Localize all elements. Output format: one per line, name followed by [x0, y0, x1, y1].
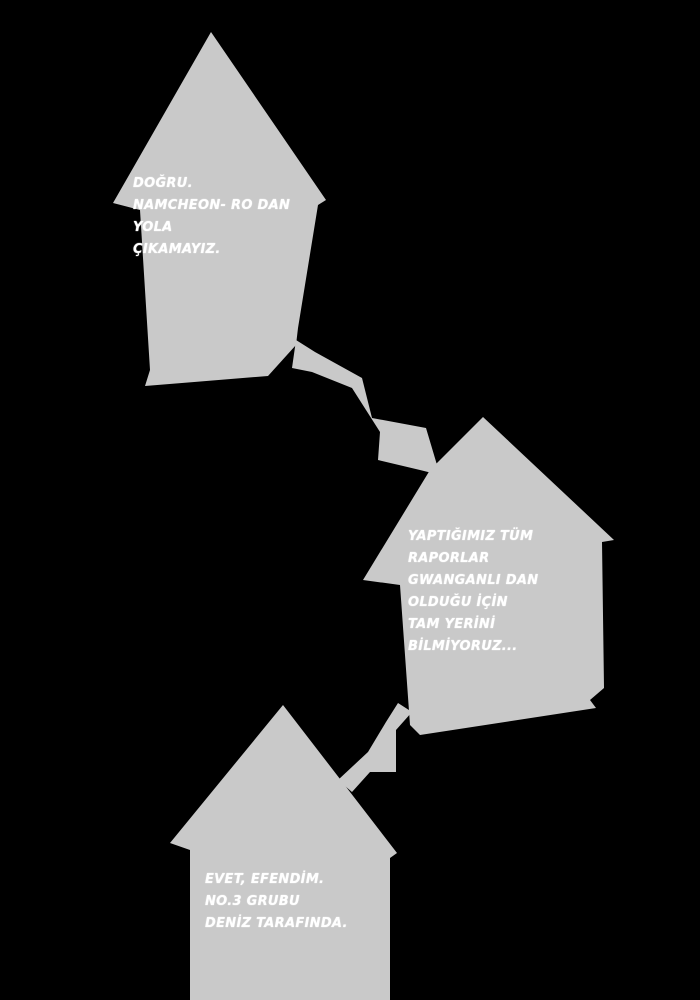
bubble-line: ÇIKAMAYIZ. [133, 242, 221, 257]
bubble-connector-2 [338, 703, 412, 792]
bubble-line: DENİZ TARAFINDA. [205, 916, 348, 931]
bubble-line: GWANGANLI DAN [408, 573, 539, 588]
speech-bubble-3-shape [170, 705, 397, 1000]
bubble-line: EVET, EFENDİM. [205, 872, 325, 887]
speech-bubble-1-text: DOĞRU. NAMCHEON- RO DAN YOLA ÇIKAMAYIZ. [133, 173, 290, 261]
speech-bubble-2-text: YAPTIĞIMIZ TÜM RAPORLAR GWANGANLI DAN OLDUĞ… [408, 526, 538, 658]
bubble-line: RAPORLAR [408, 551, 490, 566]
speech-bubble-3-text: EVET, EFENDİM. NO.3 GRUBU DENİZ TARAFINDA. [205, 869, 348, 935]
speech-bubble-2-shape [363, 417, 614, 735]
speech-bubble-1-shape [113, 32, 326, 386]
bubble-line: NAMCHEON- RO DAN [133, 198, 291, 213]
bubble-line: OLDUĞU İÇİN [408, 595, 508, 610]
bubble-line: DOĞRU. [133, 176, 193, 191]
bubble-line: YOLA [133, 220, 173, 235]
bubble-connector-1 [292, 340, 440, 475]
bubble-line: BİLMİYORUZ... [408, 639, 518, 654]
bubble-line: NO.3 GRUBU [205, 894, 300, 909]
bubble-line: TAM YERİNİ [408, 617, 496, 632]
bubble-line: YAPTIĞIMIZ TÜM [408, 529, 534, 544]
